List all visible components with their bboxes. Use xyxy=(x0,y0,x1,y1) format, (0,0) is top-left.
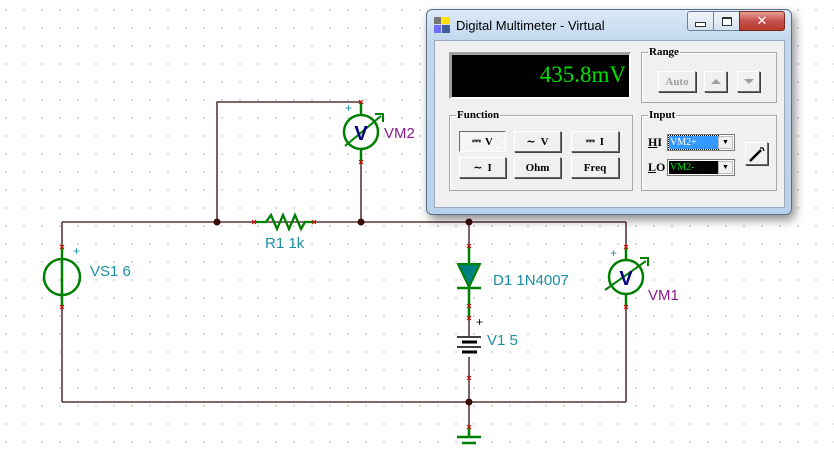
input-group: Input xyxy=(641,109,777,191)
minimize-button[interactable] xyxy=(687,11,714,31)
close-button[interactable]: ✕ xyxy=(739,11,785,31)
d1-diode[interactable]: D1 1N4007 xyxy=(456,246,569,318)
triangle-up-icon xyxy=(710,79,721,84)
vm1-voltmeter[interactable]: V + VM1 xyxy=(604,246,679,307)
junction-dot xyxy=(357,218,365,226)
reading-display: 435.8mV xyxy=(449,52,631,99)
function-label: Function xyxy=(457,109,500,121)
v1-battery[interactable]: + V1 5 xyxy=(457,315,518,354)
junction-dot xyxy=(465,218,473,226)
vs1-plus: + xyxy=(73,244,80,258)
chevron-down-icon[interactable]: ▼ xyxy=(718,161,733,174)
reading-value: 435.8mV xyxy=(539,62,626,87)
auto-range-button[interactable]: Auto xyxy=(658,71,696,92)
function-freq-button[interactable]: Freq xyxy=(571,157,619,178)
diode-triangle-icon xyxy=(456,263,482,290)
voltmeter-symbol: V xyxy=(619,268,633,290)
probe-button[interactable] xyxy=(745,142,768,165)
arrow-icon xyxy=(640,257,649,266)
voltmeter-symbol: V xyxy=(354,123,368,145)
minimize-icon xyxy=(695,21,706,27)
lo-input-value: VM2- xyxy=(669,161,718,174)
ac-icon: ∼ xyxy=(473,161,483,174)
function-ac-current-button[interactable]: ∼I xyxy=(459,157,506,178)
range-label: Range xyxy=(649,46,679,58)
window-title: Digital Multimeter - Virtual xyxy=(456,18,605,33)
dc-icon: ⎓ xyxy=(472,135,481,147)
v1-label: V1 5 xyxy=(487,332,518,349)
range-group: Range xyxy=(641,46,777,103)
pin-markers xyxy=(59,99,629,430)
triangle-down-icon xyxy=(743,79,754,84)
r1-label: R1 1k xyxy=(265,235,305,252)
dc-icon: ⎓ xyxy=(585,135,595,147)
multimeter-window[interactable]: Digital Multimeter - Virtual ✕ 435.8mV R… xyxy=(426,9,792,215)
d1-label: D1 1N4007 xyxy=(493,272,569,289)
vs1-voltage-source[interactable]: + VS1 6 xyxy=(42,244,131,307)
title-bar[interactable]: Digital Multimeter - Virtual ✕ xyxy=(427,10,791,38)
close-icon: ✕ xyxy=(756,13,768,29)
vm1-label: VM1 xyxy=(648,287,679,304)
range-down-button[interactable] xyxy=(737,71,760,92)
junctions xyxy=(213,218,473,406)
junction-dot xyxy=(213,218,221,226)
r1-resistor[interactable]: R1 1k xyxy=(254,212,314,252)
resistor-zigzag-icon xyxy=(254,212,314,232)
junction-dot xyxy=(465,398,473,406)
wires xyxy=(61,101,627,427)
multimeter-panel: 435.8mV Range Auto Function ⎓V ∼V ⎓I ∼I … xyxy=(434,40,785,208)
lo-label: LO xyxy=(648,160,666,174)
input-controls: HI VM2+ ▼ LO VM2- ▼ xyxy=(641,109,777,191)
input-label: Input xyxy=(649,109,676,121)
vm2-label: VM2 xyxy=(384,125,415,142)
probe-icon xyxy=(748,146,765,162)
vm2-voltmeter[interactable]: V + VM2 xyxy=(342,101,415,163)
function-dc-voltage-button[interactable]: ⎓V xyxy=(459,131,506,152)
hi-input-select[interactable]: VM2+ ▼ xyxy=(667,134,735,151)
lo-input-select[interactable]: VM2- ▼ xyxy=(667,159,735,176)
hi-input-value: VM2+ xyxy=(668,135,719,150)
vm2-plus: + xyxy=(345,101,352,115)
function-dc-current-button[interactable]: ⎓I xyxy=(571,131,619,152)
v1-plus: + xyxy=(476,315,483,329)
ground-symbol[interactable] xyxy=(457,427,481,445)
maximize-icon xyxy=(721,16,732,26)
source-circle-icon xyxy=(42,257,82,297)
ac-icon: ∼ xyxy=(526,135,536,148)
chevron-down-icon[interactable]: ▼ xyxy=(718,136,733,149)
function-group: Function xyxy=(449,109,633,191)
range-up-button[interactable] xyxy=(704,71,727,92)
hi-label: HI xyxy=(648,135,663,149)
vs1-label: VS1 6 xyxy=(90,263,131,280)
function-ohm-button[interactable]: Ohm xyxy=(514,157,561,178)
maximize-button[interactable] xyxy=(713,11,740,31)
arrow-icon xyxy=(375,113,384,122)
wire-vm2-loop[interactable] xyxy=(216,101,361,222)
function-ac-voltage-button[interactable]: ∼V xyxy=(514,131,561,152)
vm1-plus: + xyxy=(610,246,617,260)
multimeter-app-icon xyxy=(434,17,450,33)
